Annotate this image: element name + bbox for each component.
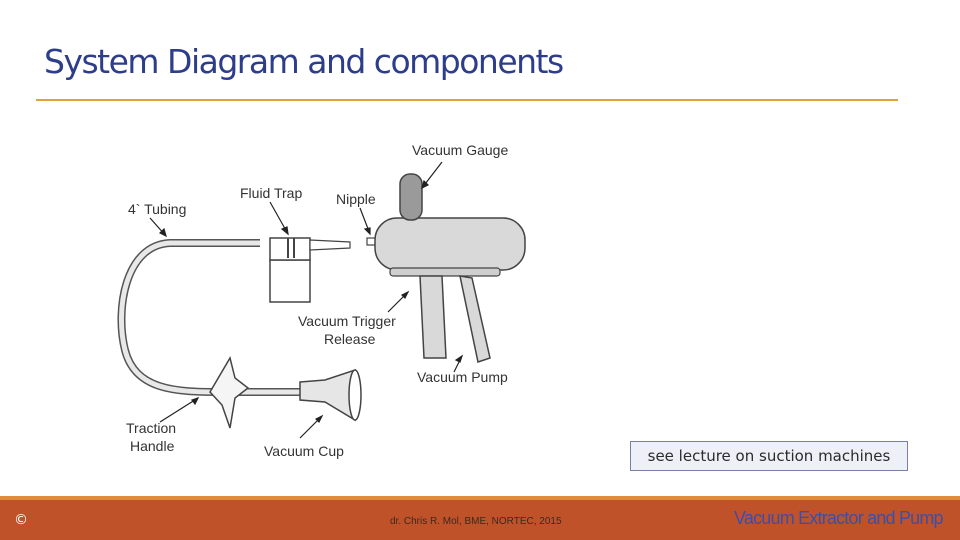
label-traction: Traction — [126, 420, 176, 436]
title-underline — [36, 99, 898, 101]
label-tubing: 4` Tubing — [128, 201, 186, 217]
label-vacuum-cup: Vacuum Cup — [264, 443, 344, 459]
deck-title: Vacuum Extractor and Pump — [734, 508, 944, 528]
footer-accent-line — [0, 496, 960, 500]
footer-bar — [0, 496, 960, 540]
vacuum-pump — [374, 217, 526, 363]
vacuum-cup — [299, 368, 362, 422]
vacuum-extractor-diagram: 4` Tubing Fluid Trap Nipple Vacuum Gauge… — [117, 142, 526, 459]
vacuum-gauge — [399, 173, 423, 221]
traction-handle — [209, 356, 250, 429]
lecture-note: see lecture on suction machines — [630, 441, 908, 471]
fluid-trap — [269, 237, 351, 303]
label-handle: Handle — [130, 438, 175, 454]
copyright-symbol: © — [14, 512, 28, 528]
label-vacuum-pump: Vacuum Pump — [417, 369, 508, 385]
label-nipple: Nipple — [336, 191, 376, 207]
slide-title: System Diagram and components — [44, 42, 564, 81]
label-vacuum-trigger: Vacuum Trigger — [298, 313, 396, 329]
author-credit: dr. Chris R. Mol, BME, NORTEC, 2015 — [390, 516, 562, 527]
label-release: Release — [324, 331, 376, 347]
label-fluid-trap: Fluid Trap — [240, 185, 302, 201]
label-vacuum-gauge: Vacuum Gauge — [412, 142, 508, 158]
